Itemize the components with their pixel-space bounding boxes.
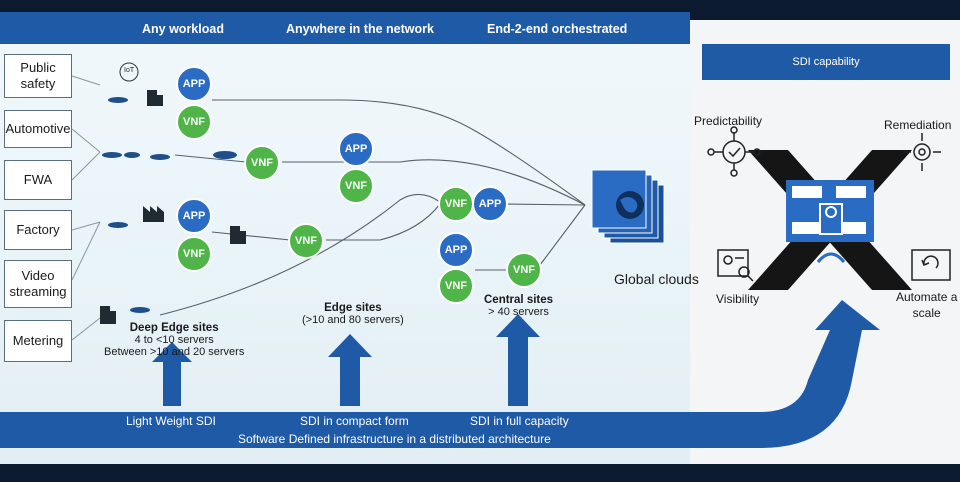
- app-node: APP: [176, 66, 212, 102]
- global-clouds-label: Global clouds: [614, 271, 699, 287]
- remediation-label: Remediation: [884, 118, 952, 132]
- sdi-full: SDI in full capacity: [470, 414, 569, 428]
- header-band: [0, 12, 690, 44]
- edge-sites-label: Edge sites (>10 and 80 servers): [302, 302, 404, 326]
- app-node: APP: [438, 232, 474, 268]
- vnf-node: VNF: [176, 236, 212, 272]
- deep-edge-sites-label: Deep Edge sites 4 to <10 servers Between…: [104, 322, 245, 358]
- automate-scale-label: Automate a scale: [896, 290, 958, 320]
- use-case-automotive: Automotive: [4, 110, 72, 148]
- use-case-video-streaming: Video streaming: [4, 260, 72, 308]
- use-case-public-safety: Public safety: [4, 54, 72, 98]
- sdi-compact: SDI in compact form: [300, 414, 409, 428]
- header-anywhere: Anywhere in the network: [286, 22, 434, 36]
- sdi-capability-header: SDI capability: [702, 44, 950, 80]
- app-node: APP: [472, 186, 508, 222]
- header-orchestrated: End-2-end orchestrated: [487, 22, 628, 36]
- predictability-label: Predictability: [694, 114, 763, 128]
- vnf-node: VNF: [338, 168, 374, 204]
- iot-label: IoT: [124, 67, 135, 74]
- app-node: APP: [338, 131, 374, 167]
- app-node: APP: [176, 198, 212, 234]
- light-weight-sdi: Light Weight SDI: [126, 414, 216, 428]
- vnf-node: VNF: [288, 223, 324, 259]
- use-case-fwa: FWA: [4, 160, 72, 200]
- use-case-metering: Metering: [4, 320, 72, 362]
- sdi-title: SDI capability: [792, 56, 860, 68]
- visibility-label: Visibility: [716, 292, 760, 306]
- use-case-factory: Factory: [4, 210, 72, 250]
- vnf-node: VNF: [506, 252, 542, 288]
- header-any-workload: Any workload: [142, 22, 224, 36]
- footer-caption: Software Defined infrastructure in a dis…: [238, 432, 551, 446]
- vnf-node: VNF: [438, 186, 474, 222]
- central-sites-label: Central sites > 40 servers: [484, 294, 554, 318]
- vnf-node: VNF: [176, 104, 212, 140]
- vnf-node: VNF: [244, 145, 280, 181]
- vnf-node: VNF: [438, 268, 474, 304]
